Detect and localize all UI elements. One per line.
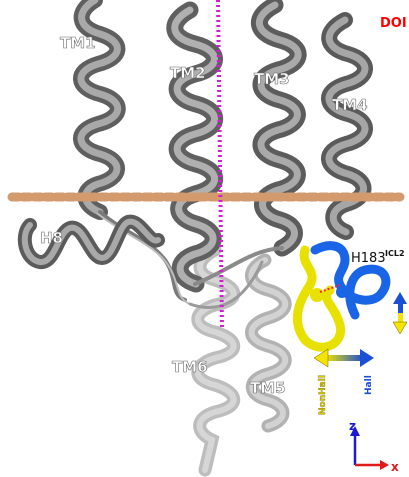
axis-x-label: x [391,460,399,474]
tm4-label: TM4 [332,96,368,114]
axis-z-label: z [349,419,356,433]
tm3-helix [259,5,298,248]
tm2-label: TM2 [170,64,206,82]
tm5-helix [251,260,285,426]
tm3-label: TM3 [254,70,290,88]
doi-label: DOI [380,16,407,31]
tm2-helix [175,10,215,284]
h8-label: H8 [40,229,63,247]
h183-superscript: ICL2 [385,249,405,258]
tm6-label: TM6 [172,358,208,376]
tm1-helix [81,0,118,212]
h183-label: H183 [351,251,386,266]
vertical-shift-arrow [393,292,407,334]
tm5-label: TM5 [250,379,286,397]
tm1-label: TM1 [60,34,96,52]
hall-label: Hall [364,375,374,395]
nonhall-label: NonHall [318,375,328,415]
icl2-nonhall-loop [297,250,340,347]
